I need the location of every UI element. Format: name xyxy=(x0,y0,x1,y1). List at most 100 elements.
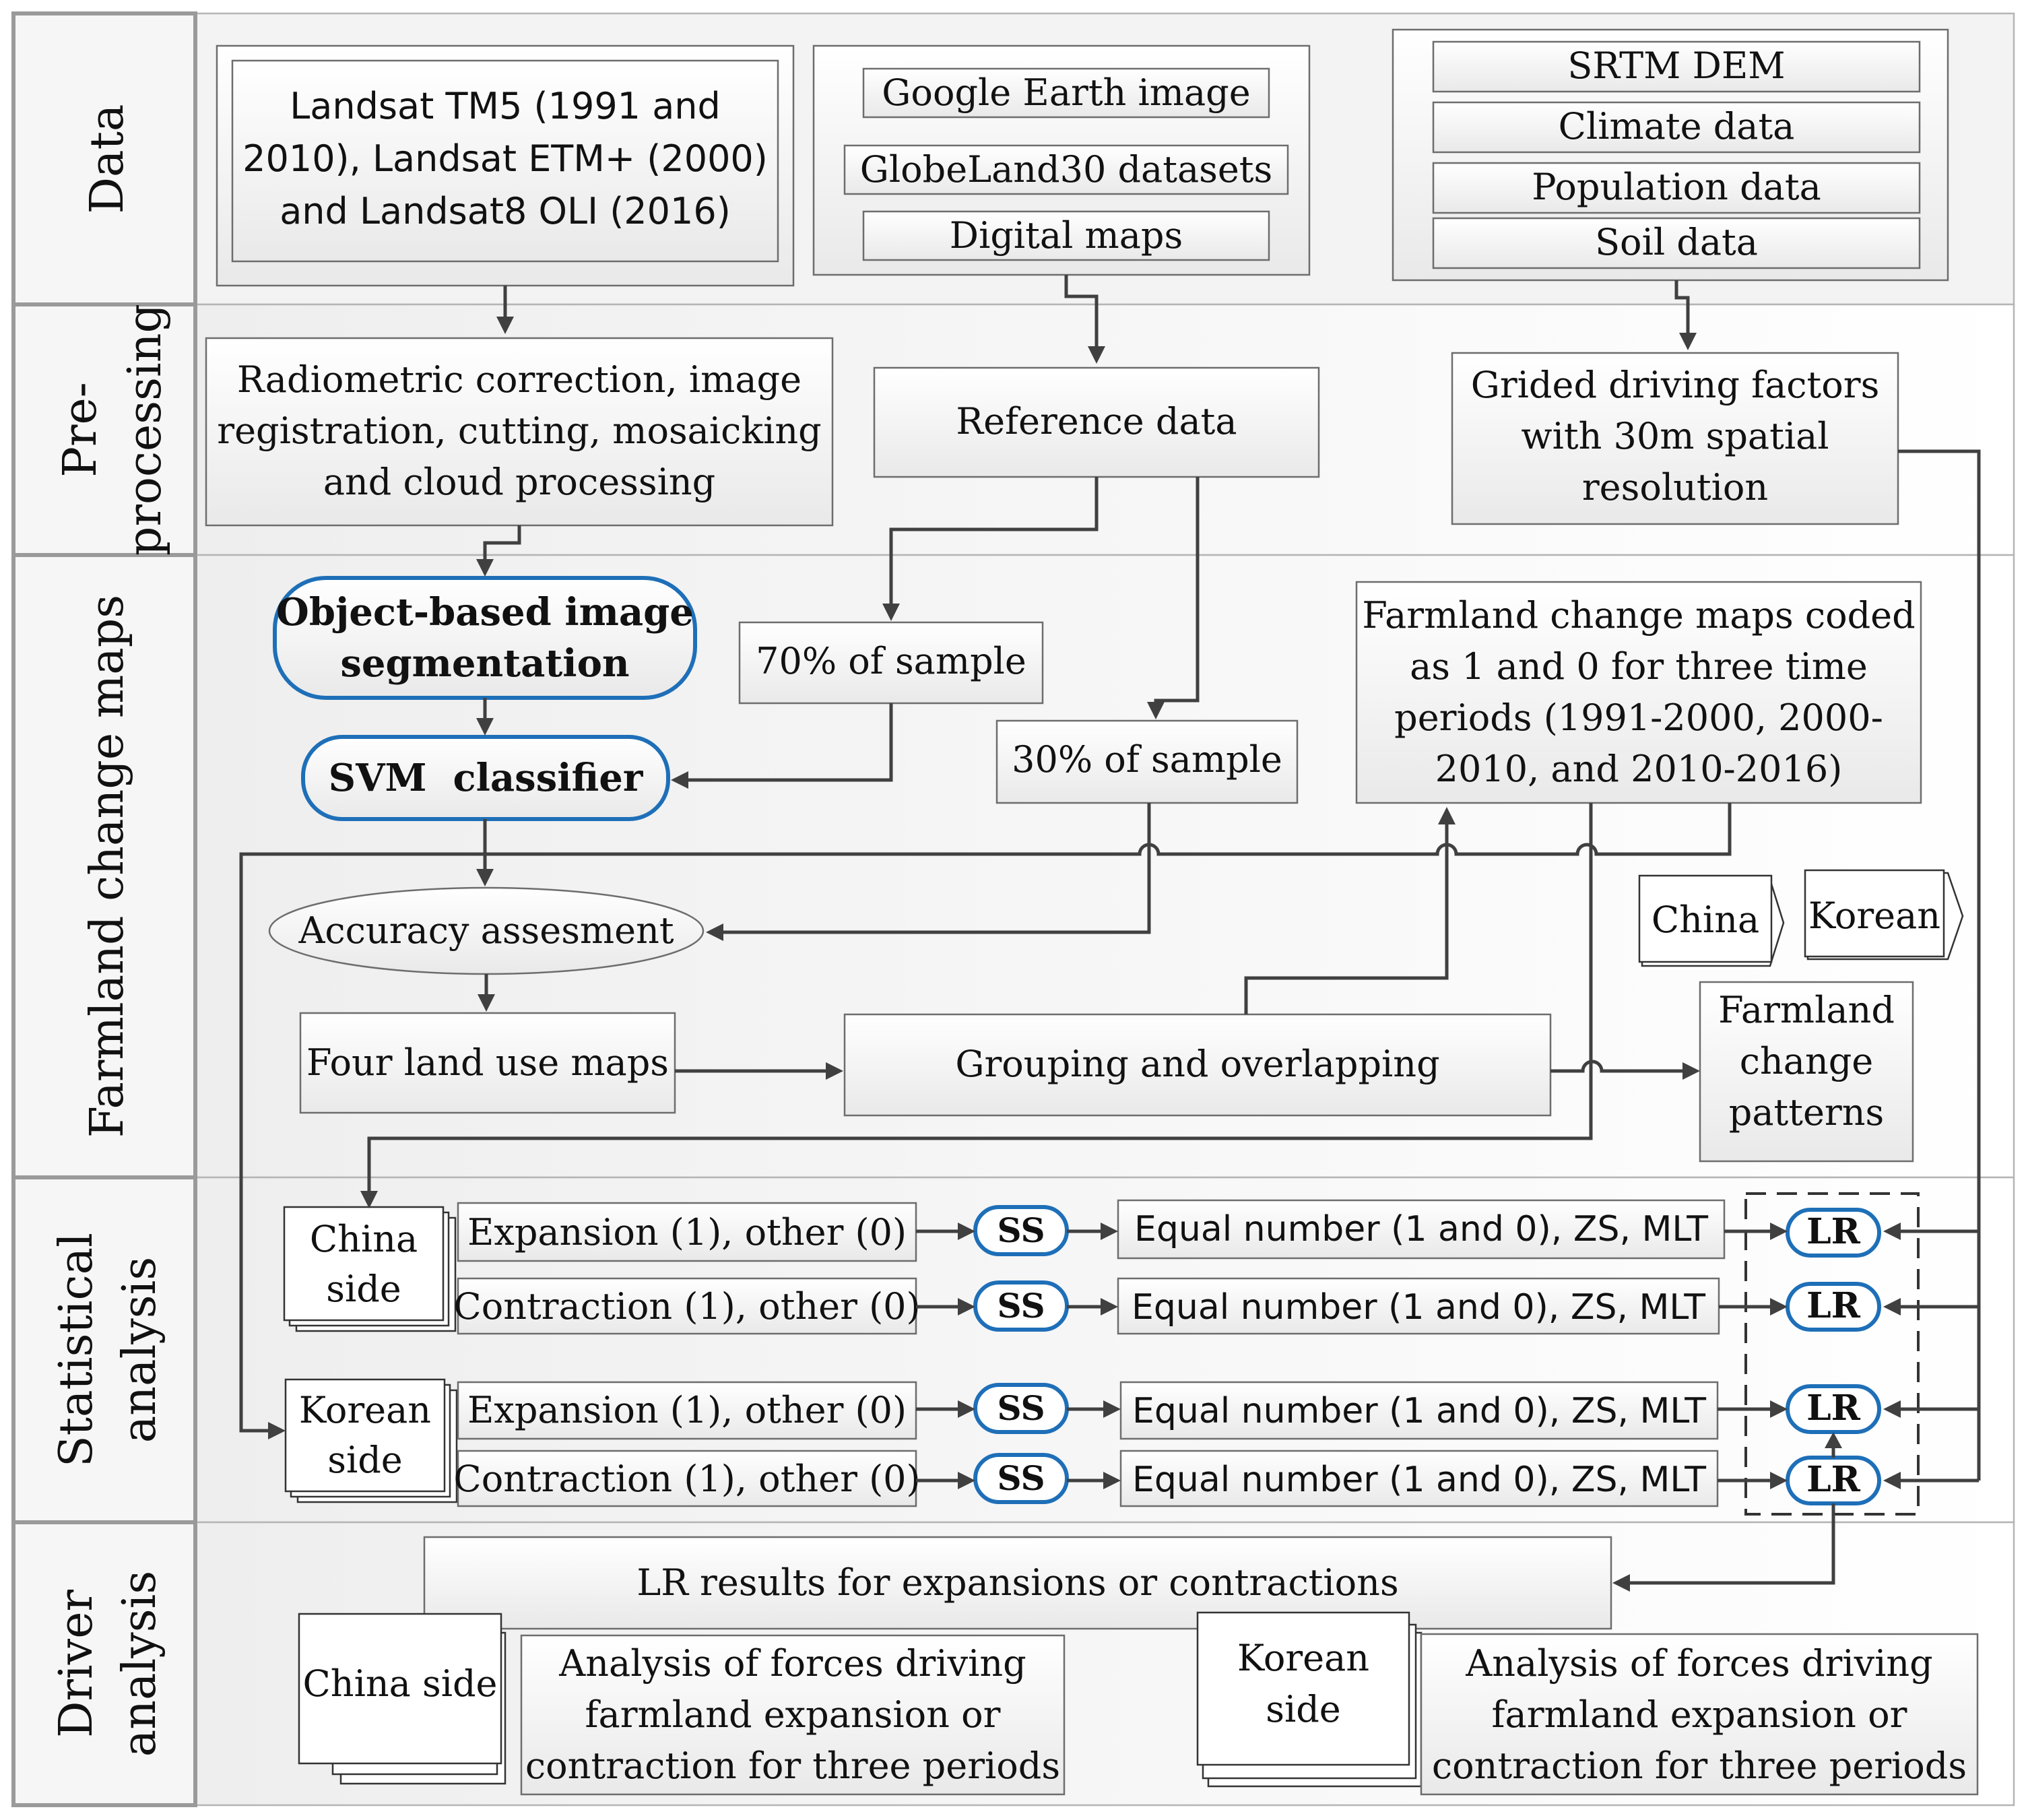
driver-korean-side-line-2: side xyxy=(1266,1688,1341,1730)
stat-row-korean-contraction: Contraction (1), other (0) SS Equal numb… xyxy=(453,1450,1881,1507)
driver-korean-analysis-box: Analysis of forces driving farmland expa… xyxy=(1420,1633,1979,1796)
band-label-statistical-2: analysis xyxy=(113,1257,166,1443)
sample-70: 70% of sample xyxy=(756,640,1026,682)
grouping-overlapping: Grouping and overlapping xyxy=(955,1043,1439,1085)
climate-data: Climate data xyxy=(1559,105,1795,148)
svm-classifier-box: SVM classifier xyxy=(301,735,670,821)
patterns-line-2: change xyxy=(1740,1040,1874,1082)
stat-row-korean-expansion: Expansion (1), other (0) SS Equal number… xyxy=(457,1381,1881,1440)
lr-label: LR xyxy=(1806,1459,1861,1500)
segmentation-line-2: segmentation xyxy=(340,641,629,686)
lr-group-dashed xyxy=(1744,1192,1920,1516)
radiometric-correction-box: Radiometric correction, image registrati… xyxy=(205,337,834,527)
band-labels: Data Pre- processing Farmland change map… xyxy=(50,104,172,1757)
lr-label: LR xyxy=(1806,1211,1861,1252)
grided-line-1: Grided driving factors xyxy=(1471,364,1880,406)
band-label-driver-1: Driver xyxy=(50,1590,103,1738)
band-label-farmland: Farmland change maps xyxy=(81,595,134,1138)
driver-china-side: China side xyxy=(302,1662,497,1705)
patterns-line-1: Farmland xyxy=(1718,989,1895,1031)
change-maps-box: Farmland change maps coded as 1 and 0 fo… xyxy=(1355,581,1922,804)
expansion-label: Expansion (1), other (0) xyxy=(467,1389,907,1431)
expansion-label: Expansion (1), other (0) xyxy=(467,1211,907,1254)
band-label-preprocessing-2: processing xyxy=(119,304,172,556)
radiometric-line-1: Radiometric correction, image xyxy=(237,358,802,401)
digital-maps: Digital maps xyxy=(950,214,1183,257)
segmentation-box: Object-based image segmentation xyxy=(273,576,697,700)
svm-classifier: SVM classifier xyxy=(329,756,644,800)
population-data: Population data xyxy=(1532,166,1821,208)
korean-tab-group: Korean xyxy=(1804,869,1964,961)
lr-results-box: LR results for expansions or contraction… xyxy=(423,1536,1612,1630)
driver-china-analysis-box: Analysis of forces driving farmland expa… xyxy=(520,1634,1066,1796)
china-side-line-2: side xyxy=(326,1268,401,1310)
grided-line-2: with 30m spatial xyxy=(1521,415,1829,457)
ss-label: SS xyxy=(997,1286,1045,1326)
korean-analysis-line-3: contraction for three periods xyxy=(1432,1745,1967,1787)
connectors xyxy=(239,275,1981,1592)
korean-side-tab: Korean side xyxy=(284,1378,458,1503)
srtm-dem: SRTM DEM xyxy=(1567,44,1785,87)
equal-number-label: Equal number (1 and 0), ZS, MLT xyxy=(1132,1460,1706,1500)
contraction-label: Contraction (1), other (0) xyxy=(453,1458,920,1500)
segmentation-line-1: Object-based image xyxy=(276,590,694,635)
four-land-use-maps: Four land use maps xyxy=(306,1041,669,1084)
equal-number-label: Equal number (1 and 0), ZS, MLT xyxy=(1132,1391,1706,1431)
grouping-box: Grouping and overlapping xyxy=(843,1013,1552,1117)
equal-number-label: Equal number (1 and 0), ZS, MLT xyxy=(1134,1209,1708,1249)
band-label-data: Data xyxy=(81,104,134,214)
reference-data-box: Reference data xyxy=(873,366,1320,478)
band-label-statistical-1: Statistical xyxy=(50,1233,103,1467)
data-landsat-group: Landsat TM5 (1991 and 2010), Landsat ETM… xyxy=(216,44,795,287)
data-factors-group: SRTM DEM Climate data Population data So… xyxy=(1392,28,1949,282)
china-side-tab: China side xyxy=(283,1206,457,1332)
lr-results: LR results for expansions or contraction… xyxy=(636,1561,1398,1604)
change-maps-line-1: Farmland change maps coded xyxy=(1362,594,1915,637)
band-label-preprocessing-1: Pre- xyxy=(54,382,107,477)
contraction-label: Contraction (1), other (0) xyxy=(453,1285,920,1328)
korean-tab: Korean xyxy=(1808,895,1940,937)
band-label-driver-2: analysis xyxy=(113,1571,166,1757)
landsat-line-2: 2010), Landsat ETM+ (2000) xyxy=(242,137,768,180)
lr-label: LR xyxy=(1806,1285,1861,1326)
korean-analysis-line-1: Analysis of forces driving xyxy=(1465,1642,1932,1685)
change-maps-line-2: as 1 and 0 for three time xyxy=(1410,645,1868,688)
china-analysis-line-2: farmland expansion or xyxy=(585,1693,1001,1736)
google-earth-image: Google Earth image xyxy=(882,71,1250,114)
driver-korean-side-tab: Korean side xyxy=(1196,1611,1423,1788)
china-side-line-1: China xyxy=(310,1218,418,1260)
radiometric-line-2: registration, cutting, mosaicking xyxy=(217,410,821,452)
landsat-line-1: Landsat TM5 (1991 and xyxy=(290,85,721,127)
china-analysis-line-1: Analysis of forces driving xyxy=(558,1642,1026,1685)
korean-analysis-line-2: farmland expansion or xyxy=(1492,1693,1907,1736)
four-land-use-maps-box: Four land use maps xyxy=(299,1012,676,1114)
korean-side-line-1: Korean xyxy=(299,1389,431,1431)
radiometric-line-3: and cloud processing xyxy=(323,461,715,503)
lr-label: LR xyxy=(1806,1388,1861,1429)
stat-row-china-contraction: Contraction (1), other (0) SS Equal numb… xyxy=(453,1277,1881,1335)
patterns-group: Farmland change patterns xyxy=(1699,981,1914,1163)
stat-row-china-expansion: Expansion (1), other (0) SS Equal number… xyxy=(457,1199,1881,1262)
reference-data: Reference data xyxy=(956,400,1237,443)
change-maps-line-3: periods (1991-2000, 2000- xyxy=(1394,696,1883,739)
accuracy-assessment: Accuracy assesment xyxy=(298,909,674,952)
band-label-column xyxy=(11,11,197,1807)
soil-data: Soil data xyxy=(1595,221,1758,263)
sample-30: 30% of sample xyxy=(1012,738,1282,781)
ss-label: SS xyxy=(997,1210,1045,1250)
landsat-line-3: and Landsat8 OLI (2016) xyxy=(280,190,731,232)
change-maps-line-4: 2010, and 2010-2016) xyxy=(1435,748,1843,790)
china-analysis-line-3: contraction for three periods xyxy=(525,1745,1060,1787)
accuracy-assessment-ellipse: Accuracy assesment xyxy=(268,886,705,975)
patterns-line-3: patterns xyxy=(1729,1091,1884,1134)
equal-number-label: Equal number (1 and 0), ZS, MLT xyxy=(1132,1287,1705,1328)
sample-30-box: 30% of sample xyxy=(995,719,1299,804)
data-google-group: Google Earth image GlobeLand30 datasets … xyxy=(812,44,1311,276)
china-tab: China xyxy=(1652,899,1759,941)
korean-side-line-2: side xyxy=(327,1439,403,1481)
ss-label: SS xyxy=(997,1458,1045,1498)
driver-china-side-tab: China side xyxy=(298,1613,506,1785)
sample-70-box: 70% of sample xyxy=(738,621,1044,705)
ss-label: SS xyxy=(997,1388,1045,1428)
